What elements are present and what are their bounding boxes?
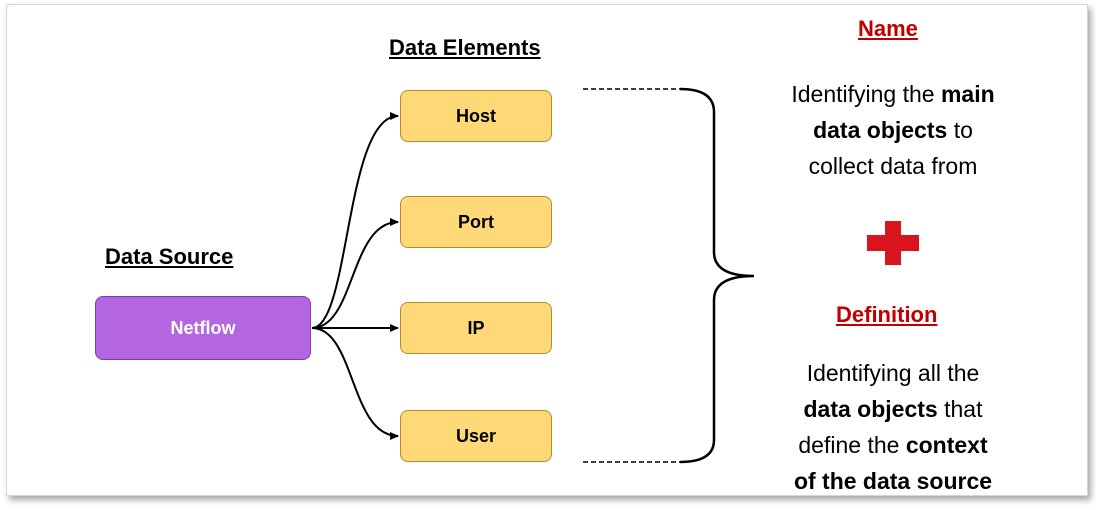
arrow-to-user xyxy=(311,327,399,440)
element-host: Host xyxy=(400,90,552,142)
name-desc-line1b: main xyxy=(940,81,995,107)
def-desc-line3a: define the xyxy=(798,432,906,458)
name-desc-line3: collect data from xyxy=(808,153,978,179)
data-source-netflow: Netflow xyxy=(95,296,311,360)
curly-brace xyxy=(679,87,755,464)
definition-heading: Definition xyxy=(836,302,938,327)
def-desc-line1: Identifying all the xyxy=(806,360,980,386)
name-desc-line2a: data objects xyxy=(813,117,948,143)
def-desc-line4: of the data source xyxy=(793,468,993,494)
name-description: Identifying the main data objects to col… xyxy=(762,76,1024,184)
data-elements-heading: Data Elements xyxy=(389,35,541,60)
def-desc-line2b: that xyxy=(937,396,983,422)
element-user: User xyxy=(400,410,552,462)
definition-description: Identifying all the data objects that de… xyxy=(762,355,1024,499)
arrow-to-port xyxy=(311,218,399,329)
data-source-heading: Data Source xyxy=(105,244,234,269)
name-desc-line1a: Identifying the xyxy=(791,81,941,107)
def-desc-line3b: context xyxy=(905,432,988,458)
name-desc-line2b: to xyxy=(947,117,973,143)
element-port: Port xyxy=(400,196,552,248)
element-ip: IP xyxy=(400,302,552,354)
name-heading: Name xyxy=(858,16,918,41)
plus-icon xyxy=(867,221,919,265)
arrow-to-host xyxy=(311,112,399,329)
def-desc-line2a: data objects xyxy=(803,396,938,422)
